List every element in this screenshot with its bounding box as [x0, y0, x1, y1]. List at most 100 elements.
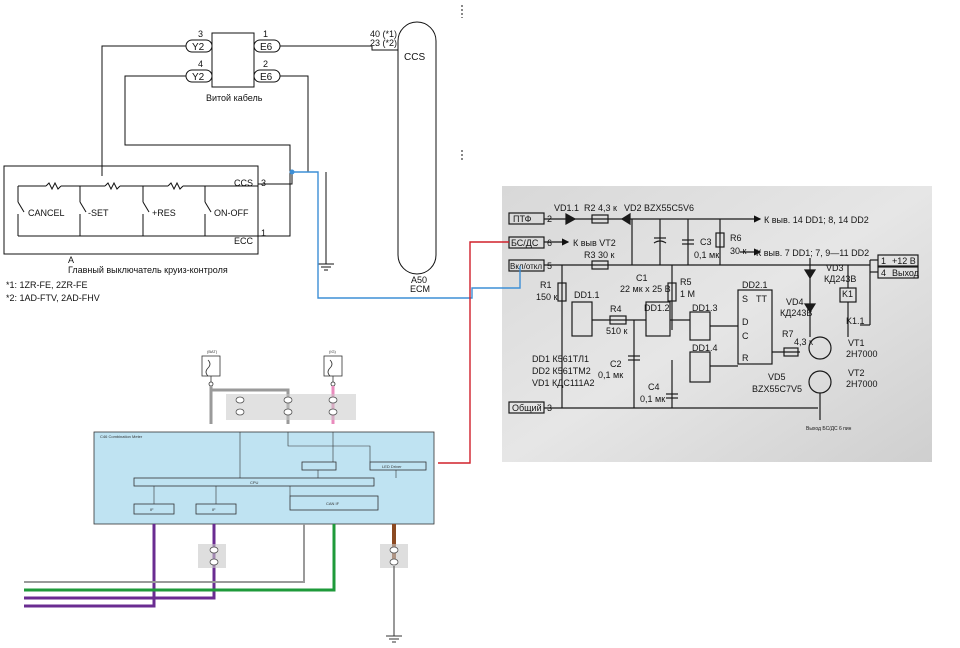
- to-dd7-label: К выв. 7 DD1; 7, 9—11 DD2: [756, 248, 869, 258]
- to-vt2-label: К выв VT2: [573, 238, 616, 248]
- ic-box: [301, 461, 337, 471]
- switch-res: +RES: [152, 208, 176, 218]
- input-ptf: ПТФ: [513, 214, 532, 224]
- out-vyhod: Выход: [892, 268, 920, 278]
- input-ptf-pin: 2: [547, 214, 552, 224]
- can-if-box: [289, 495, 379, 511]
- trigger-tt: TT: [756, 294, 767, 304]
- ecm-pin-2: 23 (*2): [370, 38, 397, 48]
- vd5-label: VD5: [768, 372, 786, 382]
- c2-label: C2: [610, 359, 622, 369]
- to-dd14-label: К выв. 14 DD1; 8, 14 DD2: [764, 215, 869, 225]
- dd14-label: DD1.4: [692, 343, 718, 353]
- c1-label: C1: [636, 273, 648, 283]
- if-right-label: IF: [212, 507, 216, 512]
- spiral-cable-label: Витой кабель: [206, 93, 263, 103]
- green-wire-can-l: [24, 524, 336, 592]
- r2-label: R2 4,3 к: [584, 203, 617, 213]
- note-2: *2: 1AD-FTV, 2AD-FHV: [6, 293, 100, 303]
- led-driver-label: LED Driver: [382, 464, 402, 469]
- c4-label: C4: [648, 382, 660, 392]
- if-left-box: [133, 503, 175, 515]
- ecc-pin-num: 1: [261, 228, 266, 238]
- spiral-cable-box: [211, 32, 255, 88]
- c2-value: 0,1 мк: [598, 370, 623, 380]
- k1-label: K1: [842, 289, 853, 299]
- meter-title: C46 Combination Meter: [100, 434, 143, 439]
- dd21-label: DD2.1: [742, 280, 768, 290]
- pin-1-label: 1: [263, 29, 268, 39]
- e6-top-label: E6: [260, 42, 273, 53]
- switch-box: [3, 165, 259, 255]
- r4-value: 510 к: [606, 326, 628, 336]
- wire-pin3: [101, 45, 186, 176]
- r4-label: R4: [610, 304, 622, 314]
- ecm-pin-1: 40 (*1): [370, 29, 397, 39]
- vd5-value: BZX55C7V5: [752, 384, 802, 394]
- note-1: *1: 1ZR-FE, 2ZR-FE: [6, 280, 88, 290]
- switch-code: A: [68, 255, 74, 265]
- c3-label: C3: [700, 237, 712, 247]
- ecm-box: [397, 21, 437, 275]
- if-left-label: IF: [150, 507, 154, 512]
- ecm-name: ECM: [410, 284, 430, 294]
- out-12v: +12 В: [892, 256, 916, 266]
- ecc-pin-label: ECC: [234, 236, 254, 246]
- r3-label: R3 30 к: [584, 250, 615, 260]
- out-note: Выход БС/ДС 6 пин: [806, 426, 852, 432]
- c1-value: 22 мк x 25 В: [620, 284, 671, 294]
- k11-label: K1.1: [846, 316, 865, 326]
- fuse-bat-label: (BAT): [207, 349, 218, 354]
- gate-dd11: [571, 301, 593, 337]
- dd12-label: DD1.2: [644, 303, 670, 313]
- pin-3-label: 3: [198, 29, 203, 39]
- top-labels: Y2 Y2 E6 E6 3 4 1 2 Витой кабель 40 (*1)…: [6, 29, 430, 303]
- pin-4-label: 4: [198, 59, 203, 69]
- r1-label: R1: [540, 280, 552, 290]
- purple-wire-2: [24, 524, 216, 600]
- vd3-label: VD3: [826, 263, 844, 273]
- cpu-box: [133, 477, 375, 487]
- r5-label: R5: [680, 277, 692, 287]
- dd13-label: DD1.3: [692, 303, 718, 313]
- y2-bottom-label: Y2: [192, 72, 205, 83]
- r7-value: 4,3 к: [794, 337, 813, 347]
- vd11-label: VD1.1: [554, 203, 579, 213]
- blue-signal-wire: [292, 171, 521, 299]
- vt1-value: 2Н7000: [846, 349, 878, 359]
- red-signal-wire: [438, 241, 509, 464]
- input-onoff: Вкл/откл: [510, 262, 542, 271]
- vt2-value: 2Н7000: [846, 379, 878, 389]
- e6-bottom-label: E6: [260, 72, 273, 83]
- input-common-pin: 3: [547, 403, 552, 413]
- input-bsds-pin: 6: [547, 238, 552, 248]
- wire-pin1: [280, 45, 398, 51]
- vt2-label: VT2: [848, 368, 865, 378]
- switch-cancel: CANCEL: [28, 208, 65, 218]
- out-vyhod-pin: 4: [881, 268, 886, 278]
- switch-onoff: ON-OFF: [214, 208, 249, 218]
- ecm-code: A50: [411, 275, 427, 285]
- ccs-pin-num: 3: [261, 178, 266, 188]
- switch-name: Главный выключатель круиз-контроля: [68, 265, 228, 275]
- c4-value: 0,1 мк: [640, 394, 665, 404]
- vd4-label: VD4: [786, 297, 804, 307]
- wire-pin2: [280, 75, 309, 172]
- switch-set: -SET: [88, 208, 109, 218]
- cpu-label: CPU: [250, 480, 259, 485]
- input-onoff-pin: 5: [547, 261, 552, 271]
- wire-ccs: [258, 172, 293, 185]
- r7-label: R7: [782, 329, 794, 339]
- legend-dd1: DD1 К561ТЛ1: [532, 354, 589, 364]
- r5-value: 1 М: [680, 289, 695, 299]
- input-common: Общий: [512, 403, 542, 413]
- scan-background: [502, 186, 932, 462]
- combination-meter-diagram: (BAT) (IG) C46 Combination Meter CPU CAN…: [24, 349, 435, 643]
- gray-wire-can-h: [24, 524, 305, 583]
- led-driver-box: [369, 461, 427, 471]
- input-bsds: БС/ДС: [511, 238, 539, 248]
- vt1-label: VT1: [848, 338, 865, 348]
- ccs-pin-label: CCS: [234, 178, 253, 188]
- pin-2-label: 2: [263, 59, 268, 69]
